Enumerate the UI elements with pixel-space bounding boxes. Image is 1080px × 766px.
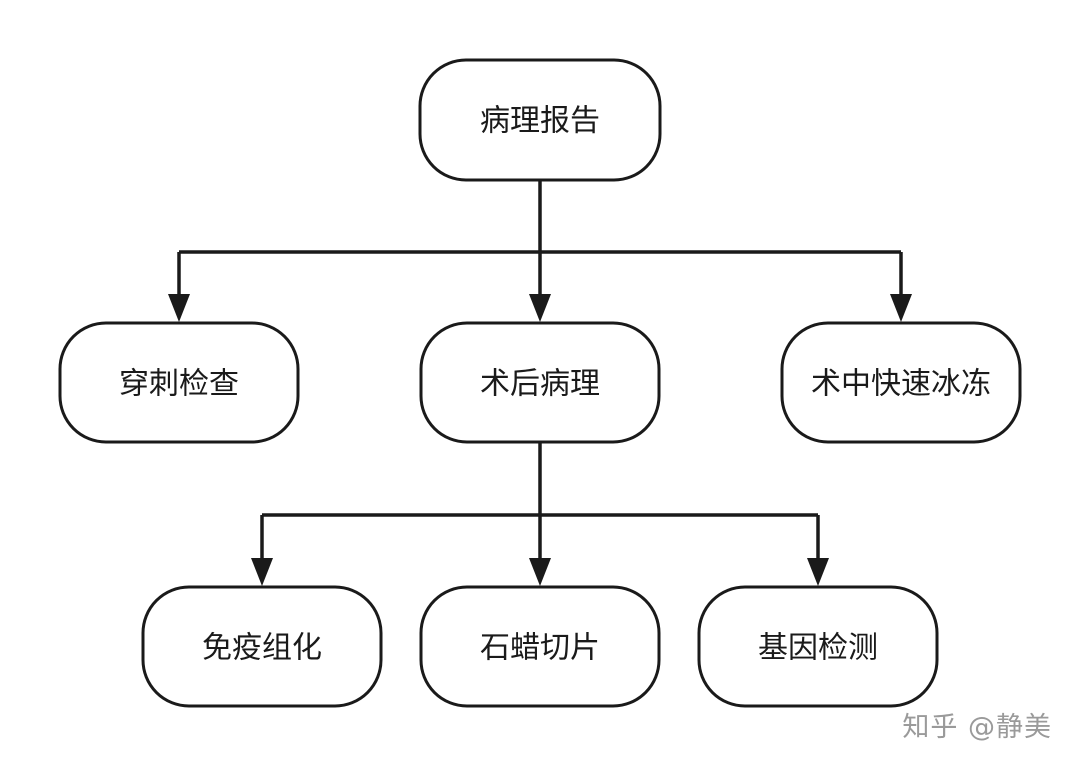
arrow-to-postop: [529, 294, 551, 322]
node-postop-box: [419, 321, 661, 444]
node-paraffin[interactable]: 石蜡切片: [419, 585, 661, 708]
node-frozen-box: [780, 321, 1022, 444]
node-frozen[interactable]: 术中快速冰冻: [780, 321, 1022, 444]
connectors-postop: [251, 442, 829, 586]
node-genetic-label: 基因检测: [758, 631, 878, 666]
node-biopsy-box: [58, 321, 300, 444]
arrow-to-ihc: [251, 558, 273, 586]
node-postop[interactable]: 术后病理: [419, 321, 661, 444]
node-postop-label: 术后病理: [480, 367, 600, 402]
node-genetic-box: [697, 585, 939, 708]
node-root-label: 病理报告: [480, 104, 600, 139]
node-paraffin-box: [419, 585, 661, 708]
watermark: 知乎 @静美: [902, 712, 1052, 743]
node-ihc[interactable]: 免疫组化: [141, 585, 383, 708]
node-paraffin-label: 石蜡切片: [480, 631, 600, 666]
node-frozen-label: 术中快速冰冻: [811, 367, 991, 402]
arrow-to-frozen: [890, 294, 912, 322]
connectors-root: [168, 180, 912, 322]
arrow-to-biopsy: [168, 294, 190, 322]
arrow-to-paraffin: [529, 558, 551, 586]
node-biopsy-label: 穿刺检查: [119, 367, 239, 402]
node-root-box: [418, 58, 662, 182]
arrow-to-genetic: [807, 558, 829, 586]
node-root[interactable]: 病理报告: [418, 58, 662, 182]
node-genetic[interactable]: 基因检测: [697, 585, 939, 708]
node-ihc-box: [141, 585, 383, 708]
node-biopsy[interactable]: 穿刺检查: [58, 321, 300, 444]
node-ihc-label: 免疫组化: [202, 631, 322, 666]
